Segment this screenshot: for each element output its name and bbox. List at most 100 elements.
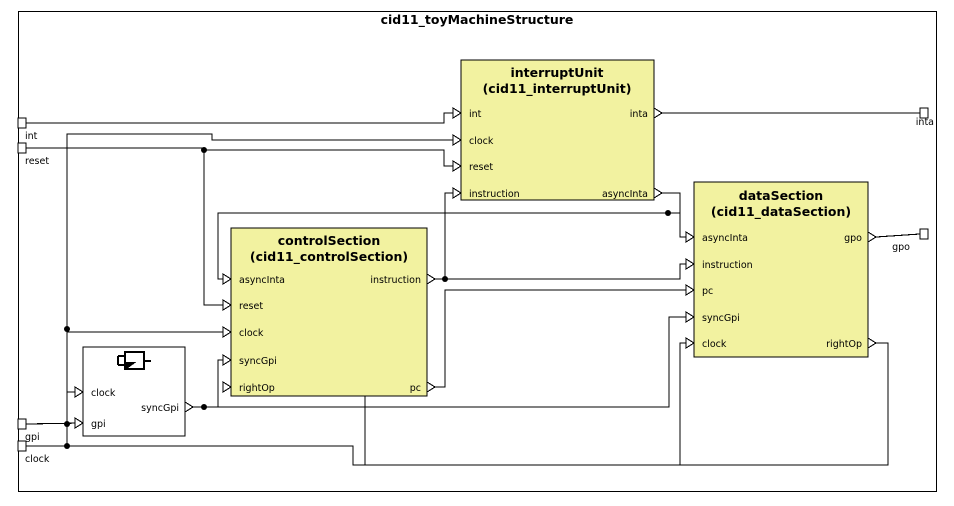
pin-arrow-control-instruction (426, 273, 437, 285)
boundary-label-reset: reset (25, 156, 49, 167)
pin-arrow-control-syncgpi (222, 354, 233, 366)
pin-arrow-interrupt-clock (452, 134, 463, 146)
pin-label-control-rightop: rightOp (239, 383, 275, 394)
register-icon (116, 350, 151, 371)
pin-label-sync-gpi: gpi (91, 419, 106, 430)
pin-arrow-data-rightop (867, 337, 878, 349)
junction-reset-branch (201, 147, 207, 153)
junction-layer (64, 147, 671, 449)
pin-label-data-gpo: gpo (844, 233, 862, 244)
net-gpi (25, 422, 84, 425)
pin-label-data-syncgpi: syncGpi (702, 313, 740, 324)
pin-label-interrupt-instruction: instruction (469, 189, 520, 200)
block-data-section-title-line1: dataSection (739, 188, 823, 203)
net-clock-trunk (26, 133, 461, 447)
boundary-port-gpi[interactable]: gpi (17, 418, 40, 443)
junction-gpi-branch (64, 421, 70, 427)
pin-label-data-pc: pc (702, 286, 713, 297)
pin-arrow-data-pc (685, 284, 696, 296)
boundary-port-inta[interactable]: inta (916, 107, 934, 128)
pin-label-data-instruction: instruction (702, 260, 753, 271)
block-interrupt-unit[interactable]: interruptUnit (cid11_interruptUnit) int … (452, 59, 664, 201)
pin-arrow-interrupt-reset (452, 160, 463, 172)
net-pc (435, 289, 694, 388)
pin-label-interrupt-reset: reset (469, 162, 493, 173)
pin-arrow-control-pc (426, 381, 437, 393)
junction-instruction-branch (442, 276, 448, 282)
block-control-section[interactable]: controlSection (cid11_controlSection) as… (222, 227, 437, 397)
junction-clock-branch-bottom (64, 443, 70, 449)
boundary-port-reset[interactable]: reset (17, 142, 49, 167)
boundary-ports: int reset gpi clock inta gpo (17, 107, 934, 465)
pin-arrow-data-gpo (867, 231, 878, 243)
block-control-section-title-line1: controlSection (278, 233, 381, 248)
junction-asyncinta-branch (665, 210, 671, 216)
pin-arrow-sync-clock (74, 386, 85, 398)
pin-arrow-interrupt-instruction (452, 187, 463, 199)
block-data-section[interactable]: dataSection (cid11_dataSection) asyncInt… (685, 181, 878, 358)
pin-label-interrupt-clock: clock (469, 136, 494, 147)
boundary-label-gpo: gpo (892, 242, 910, 253)
net-syncgpi-to-data (204, 316, 694, 408)
pin-label-data-asyncinta: asyncInta (702, 233, 748, 244)
port-arrow-int (17, 117, 27, 129)
pin-label-interrupt-asyncinta: asyncInta (602, 189, 648, 200)
pin-label-sync-clock: clock (91, 388, 116, 399)
pin-arrow-control-reset (222, 299, 233, 311)
port-arrow-gpi (17, 418, 27, 430)
port-arrow-reset (17, 142, 27, 154)
pin-label-interrupt-int: int (469, 109, 482, 120)
boundary-port-clock[interactable]: clock (17, 440, 50, 465)
block-data-section-title-line2: (cid11_dataSection) (711, 204, 851, 220)
port-arrow-clock (17, 440, 27, 452)
pin-arrow-sync-gpi (74, 417, 85, 429)
block-interrupt-unit-title-line2: (cid11_interruptUnit) (483, 81, 632, 97)
block-interrupt-unit-body (460, 59, 655, 201)
pin-arrow-data-syncgpi (685, 311, 696, 323)
pin-label-control-instruction: instruction (370, 275, 421, 286)
pin-label-control-pc: pc (410, 383, 421, 394)
pin-arrow-control-clock (222, 326, 233, 338)
net-reset-to-control (203, 150, 231, 306)
boundary-port-int[interactable]: int (17, 117, 38, 142)
block-interrupt-unit-title-line1: interruptUnit (510, 65, 603, 80)
net-instruction-to-interrupt (444, 192, 461, 279)
block-synchronizer[interactable]: clock gpi syncGpi (74, 346, 195, 437)
net-syncgpi-to-control (204, 359, 231, 408)
pin-label-data-rightop: rightOp (826, 339, 862, 350)
net-gpo (875, 233, 921, 238)
boundary-label-gpi: gpi (25, 432, 40, 443)
block-control-section-title-line2: (cid11_controlSection) (250, 249, 408, 265)
pin-label-control-asyncinta: asyncInta (239, 275, 285, 286)
boundary-port-gpo[interactable]: gpo (892, 228, 929, 253)
pin-label-control-clock: clock (239, 328, 264, 339)
pin-arrow-data-asyncinta (685, 231, 696, 243)
pin-label-control-syncgpi: syncGpi (239, 356, 277, 367)
pin-label-data-clock: clock (702, 339, 727, 350)
port-arrow-gpo (919, 228, 929, 240)
pin-arrow-control-rightop (222, 381, 233, 393)
pin-label-control-reset: reset (239, 301, 263, 312)
net-int (26, 112, 461, 124)
block-data-section-body (693, 181, 869, 358)
pin-label-sync-syncgpi: syncGpi (141, 403, 179, 414)
boundary-label-inta: inta (916, 117, 934, 128)
pin-arrow-interrupt-asyncinta (653, 187, 664, 199)
pin-arrow-data-clock (685, 337, 696, 349)
pin-label-interrupt-inta: inta (630, 109, 648, 120)
pin-arrow-sync-syncgpi (184, 401, 195, 413)
pin-arrow-control-asyncinta (222, 273, 233, 285)
block-control-section-body (230, 227, 428, 397)
port-arrow-inta (919, 107, 929, 119)
diagram-title: cid11_toyMachineStructure (381, 12, 574, 28)
boundary-label-clock: clock (25, 454, 50, 465)
pin-arrow-interrupt-int (452, 107, 463, 119)
boundary-label-int: int (25, 131, 38, 142)
diagram-frame (17, 10, 938, 493)
junction-syncgpi-branch (201, 404, 207, 410)
net-instruction-to-data (445, 263, 694, 280)
pin-arrow-data-instruction (685, 258, 696, 270)
pin-arrow-interrupt-inta (653, 107, 664, 119)
